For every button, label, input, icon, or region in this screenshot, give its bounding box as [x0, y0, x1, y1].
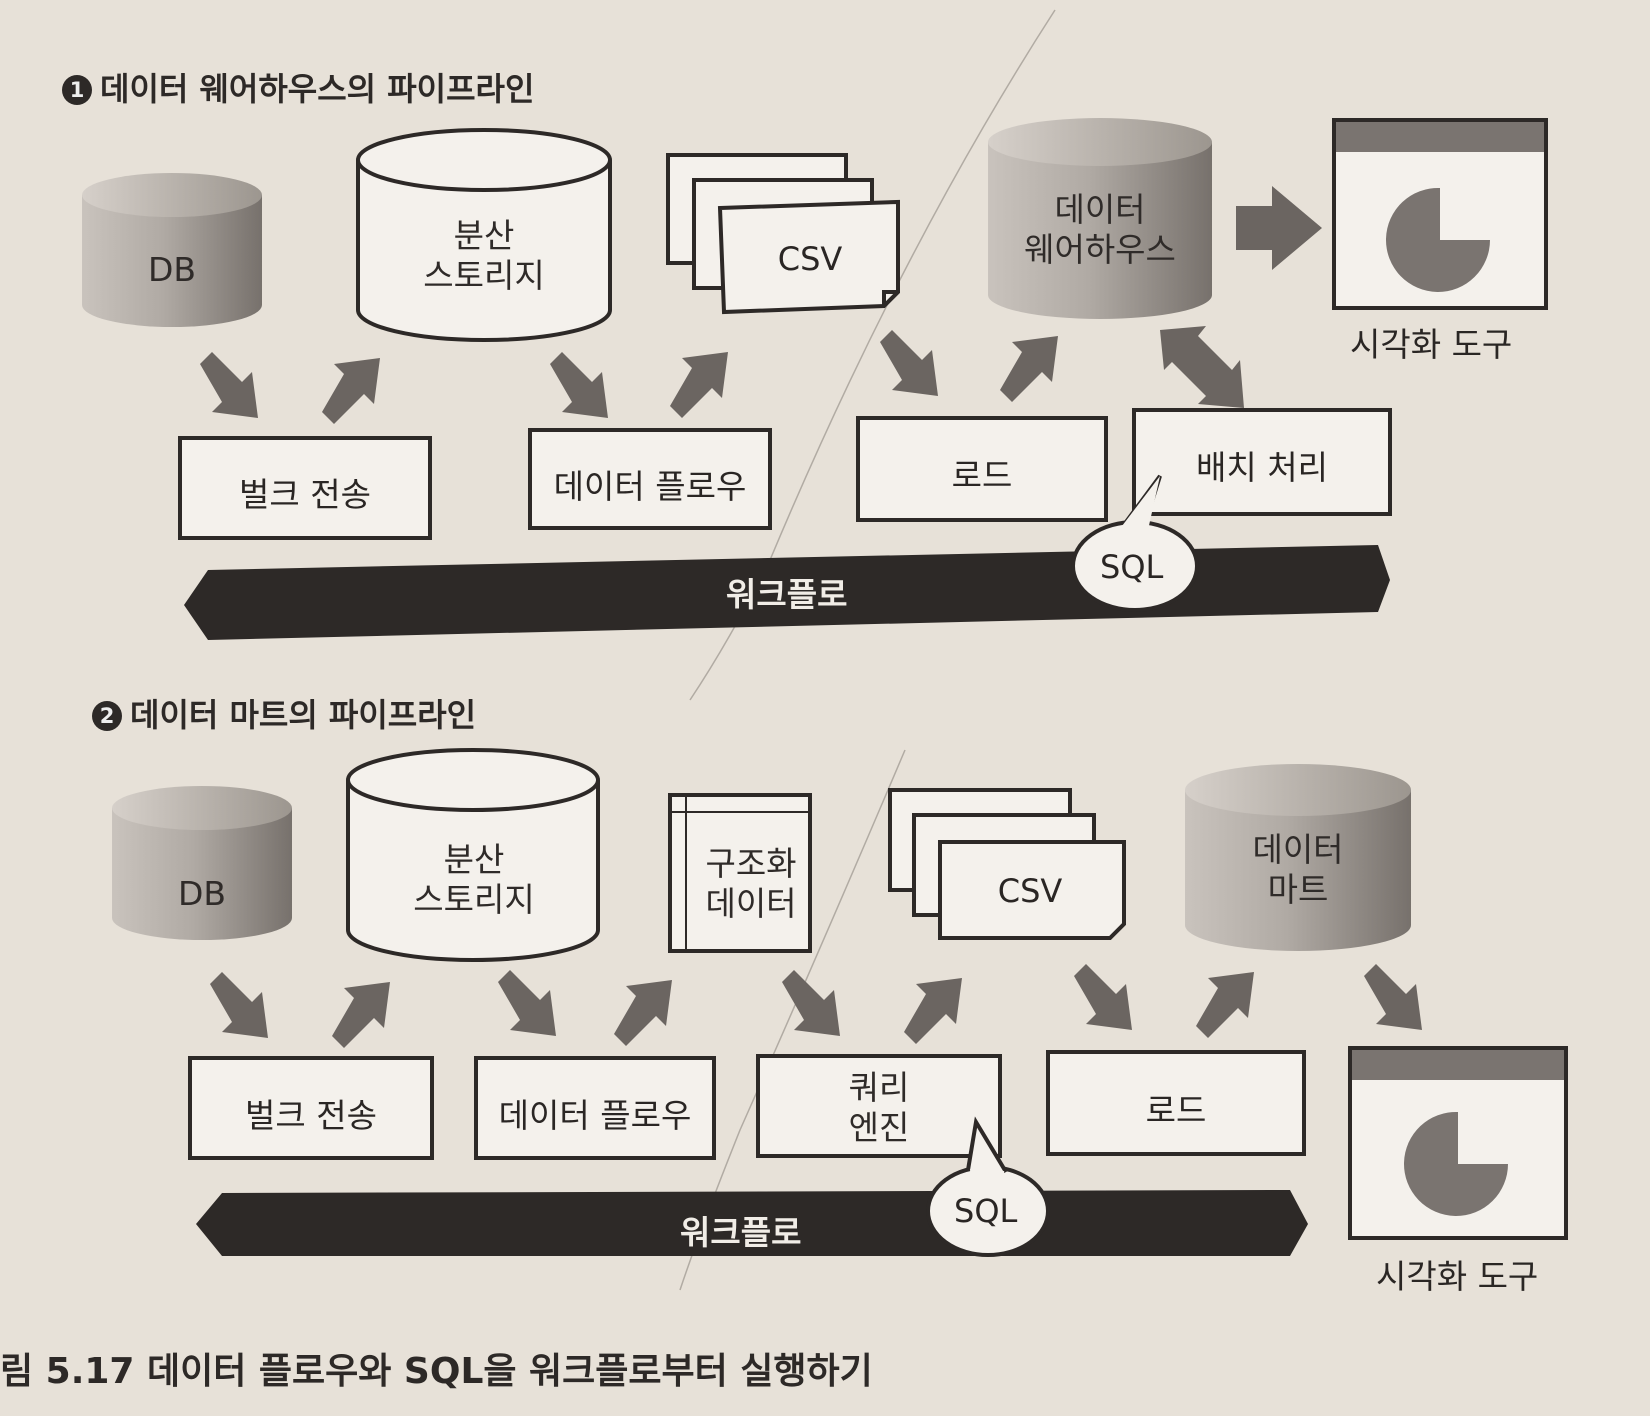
pie-chart-icon	[1404, 1111, 1508, 1216]
pie-chart-icon	[1386, 187, 1490, 292]
arrow-down-icon	[550, 352, 608, 418]
pipeline-2-title: 데이터 마트의 파이프라인	[130, 696, 477, 734]
arrow-down-icon	[1364, 964, 1422, 1030]
db-cylinder-1	[82, 173, 262, 327]
csv-label: CSV	[997, 872, 1063, 910]
sql-label: SQL	[954, 1192, 1018, 1230]
arrow-down-icon	[210, 972, 268, 1038]
viz-tool-window-2	[1348, 1046, 1568, 1240]
arrow-up-icon	[904, 978, 962, 1044]
viz-tool-label: 시각화 도구	[1376, 1257, 1539, 1296]
sql-bubble-1	[1071, 474, 1199, 612]
step-box-query-engine	[756, 1054, 1002, 1158]
arrow-down-icon	[498, 970, 556, 1036]
arrow-down-icon	[782, 970, 840, 1036]
arrow-up-icon	[1196, 972, 1254, 1038]
pipeline-2-heading: 2 데이터 마트의 파이프라인	[92, 690, 476, 736]
step-label: 배치 처리	[1196, 448, 1328, 487]
sql-bubble-2	[926, 1116, 1050, 1257]
sql-label: SQL	[1100, 548, 1164, 586]
step-label: 벌크 전송	[245, 1096, 377, 1135]
arrow-up-icon	[614, 980, 672, 1046]
arrow-up-icon	[1000, 336, 1058, 402]
arrow-down-icon	[200, 352, 258, 418]
step-box-dataflow-2	[474, 1056, 716, 1160]
csv-label: CSV	[777, 240, 843, 278]
pipeline-1-title: 데이터 웨어하우스의 파이프라인	[100, 70, 535, 108]
step-box-load-1	[856, 416, 1108, 522]
pipeline-number: 2	[92, 701, 122, 731]
viz-tool-window-1	[1332, 118, 1548, 310]
pipeline-number: 1	[62, 75, 92, 105]
step-box-batch	[1132, 408, 1392, 516]
step-box-dataflow-1	[528, 428, 772, 530]
step-box-bulk-2	[188, 1056, 434, 1160]
step-box-load-2	[1046, 1050, 1306, 1156]
pencil-mark	[689, 9, 1056, 701]
db-label: DB	[147, 250, 197, 289]
storage-cylinder-2	[346, 748, 600, 962]
step-label: 데이터 플로우	[553, 467, 747, 506]
arrow-down-icon	[880, 330, 938, 396]
workflow-label: 워크플로	[680, 1213, 802, 1252]
step-box-bulk-1	[178, 436, 432, 540]
arrow-to-tool-icon	[1236, 186, 1322, 270]
bidirectional-arrow-icon	[1160, 326, 1244, 408]
arrow-down-icon	[1074, 964, 1132, 1030]
db-label: DB	[177, 874, 227, 913]
arrow-up-icon	[670, 352, 728, 418]
arrow-up-icon	[322, 358, 380, 424]
data-mart-cylinder	[1185, 764, 1411, 951]
storage-cylinder-1	[356, 128, 612, 342]
figure-caption: 림 5.17 데이터 플로우와 SQL을 워크플로부터 실행하기	[0, 1351, 873, 1392]
db-cylinder-2	[112, 786, 292, 940]
csv-stack-2	[888, 788, 1126, 940]
step-label: 데이터 플로우	[498, 1096, 692, 1135]
pipeline-1-heading: 1 데이터 웨어하우스의 파이프라인	[62, 64, 534, 110]
viz-tool-label: 시각화 도구	[1350, 325, 1513, 364]
step-label: 벌크 전송	[239, 475, 371, 514]
dw-cylinder	[988, 118, 1212, 319]
csv-stack-1	[666, 153, 900, 315]
arrow-up-icon	[332, 982, 390, 1048]
step-label: 로드	[1145, 1091, 1207, 1130]
structured-data-doc	[668, 793, 812, 953]
workflow-label: 워크플로	[726, 575, 848, 614]
step-label: 로드	[951, 456, 1013, 495]
